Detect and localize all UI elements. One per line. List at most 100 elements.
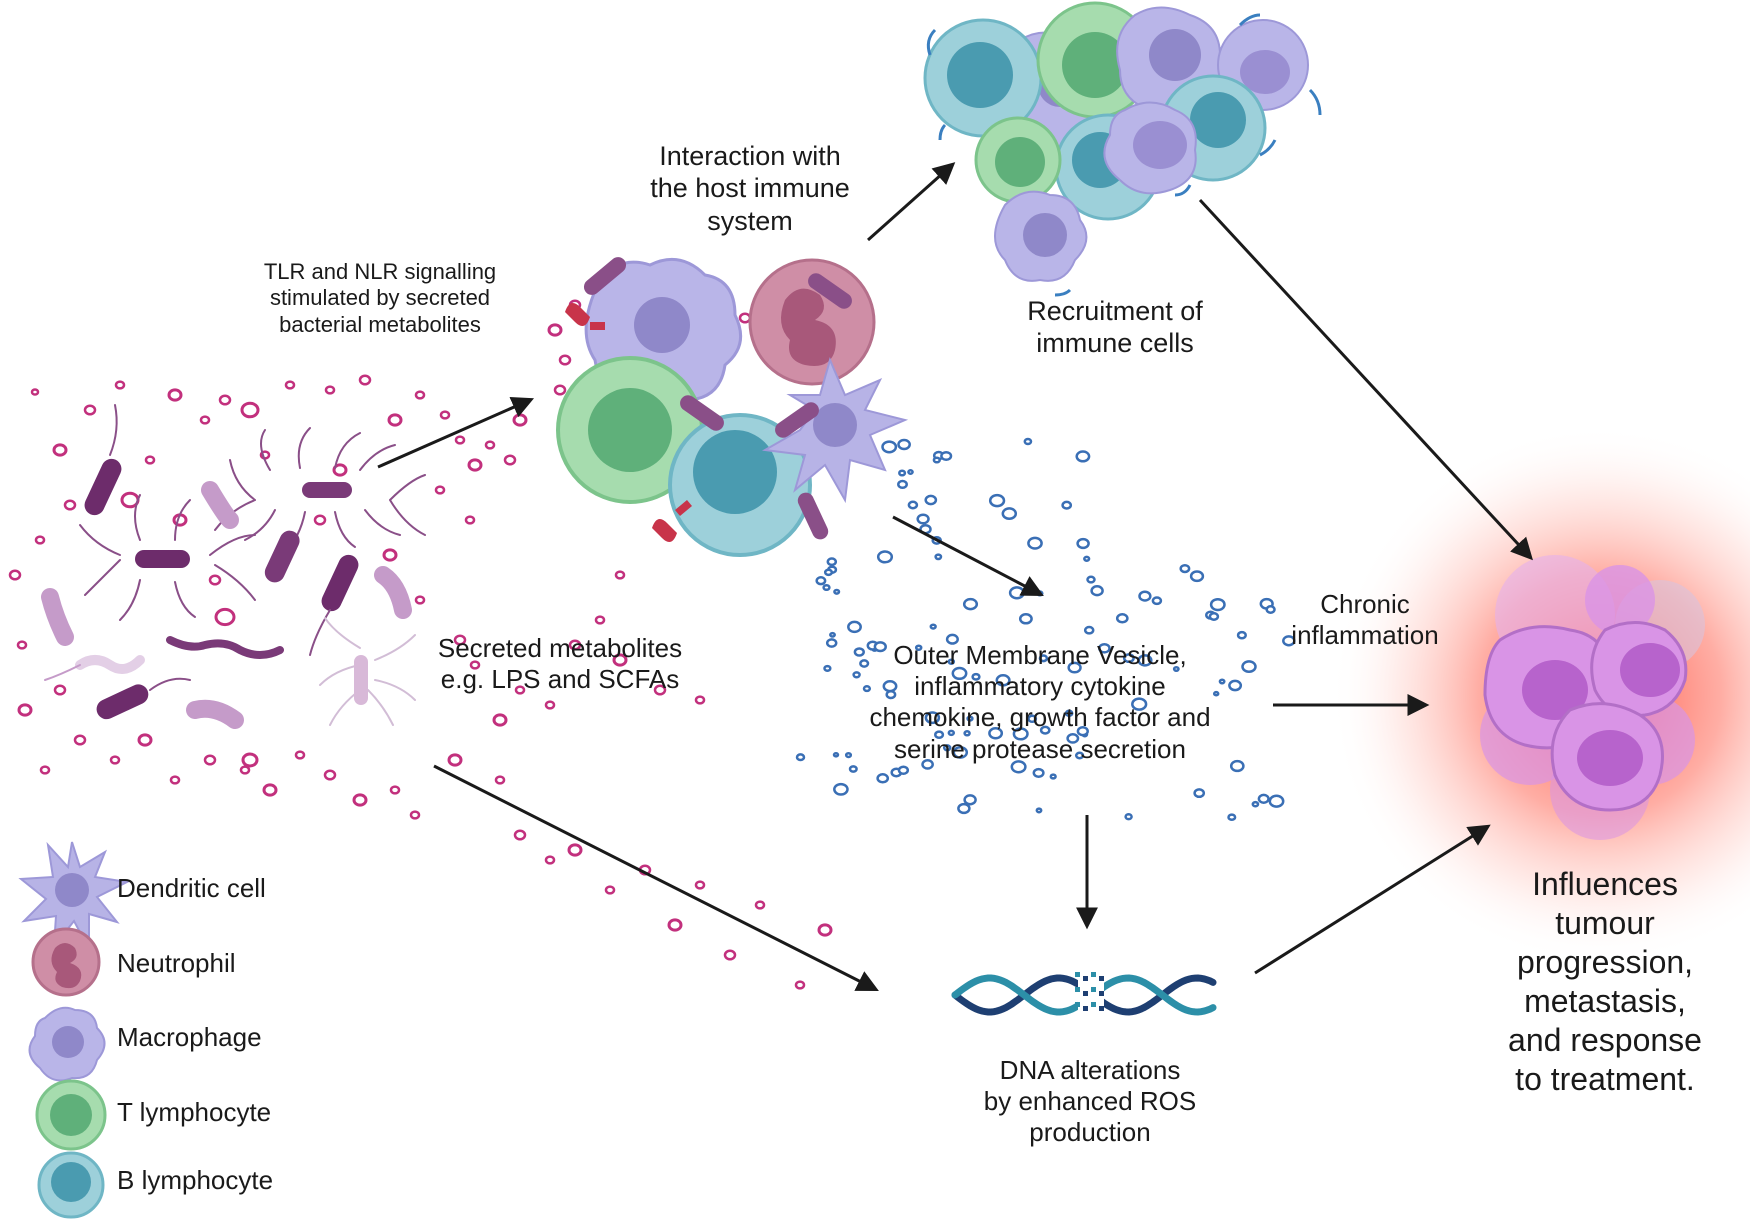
macrophage-icon: [994, 190, 1088, 282]
vesicle-dot: [1193, 788, 1206, 799]
vesicle-dot: [1218, 678, 1226, 685]
dna-fragment: [1099, 1006, 1104, 1011]
metabolite-dot: [240, 401, 260, 419]
metabolite-dot: [17, 703, 33, 717]
metabolite-dot: [144, 455, 156, 465]
arrow-dna-to-tumour: [1254, 824, 1491, 975]
vesicle-dot: [1251, 800, 1260, 808]
vesicle-dot: [1083, 625, 1095, 635]
metabolite-dot: [414, 390, 426, 400]
vesicle-dot: [1212, 690, 1220, 697]
vesicle-dot: [1090, 585, 1104, 597]
metabolite-dot: [323, 769, 337, 781]
recruited-immune-cells: [923, 1, 1322, 297]
tumour-cell-cluster: [1480, 555, 1705, 840]
metabolite-dot: [203, 754, 217, 766]
metabolite-dot: [241, 752, 259, 768]
vesicle-dot: [1010, 760, 1027, 774]
metabolite-dot: [358, 374, 372, 386]
metabolite-dot: [568, 639, 582, 651]
vesicle-dot: [832, 751, 840, 758]
vesicle-dot: [952, 745, 969, 759]
vesicle-dot: [829, 631, 836, 638]
metabolite-dot: [109, 755, 121, 765]
metabolite-dot: [313, 514, 327, 526]
dna-fragment: [1075, 1002, 1080, 1007]
vesicle-dot: [1032, 767, 1045, 778]
vesicle-dot: [795, 753, 806, 762]
arrow-bacteria-to-immune: [377, 397, 535, 469]
dna-fragment: [1083, 1006, 1088, 1011]
vesicle-dot: [853, 647, 865, 657]
vesicle-dot: [995, 674, 1011, 687]
dna-fragment: [1091, 987, 1096, 992]
metabolite-dot: [52, 443, 68, 457]
dna-fragment: [1075, 972, 1080, 977]
metabolite-dot: [494, 775, 506, 785]
metabolite-dot: [332, 463, 348, 477]
metabolite-dot: [34, 535, 46, 545]
vesicle-dot: [1257, 793, 1270, 804]
metabolite-dot: [464, 515, 476, 525]
arrow-metabolites-to-dna: [433, 764, 879, 991]
metabolite-dot: [114, 380, 126, 390]
vesicle-dot: [848, 765, 858, 773]
vesicle-dot: [951, 666, 968, 681]
vesicle-dot: [873, 641, 887, 653]
bacteria-cluster: [41, 404, 426, 729]
vesicle-dot: [1124, 813, 1133, 821]
neutrophil-icon: [31, 927, 101, 997]
vesicle-dot: [1268, 794, 1285, 808]
vesicle-dot: [924, 494, 938, 506]
flagellated-bacterium-icon: [214, 427, 426, 553]
macrophage-icon: [28, 1006, 106, 1082]
metabolite-dot: [137, 733, 153, 747]
vesicle-dot: [1018, 613, 1033, 625]
vesicle-dot: [1228, 679, 1243, 692]
legend-label-neutrophil: Neutrophil: [117, 948, 236, 978]
vesicle-dot: [1138, 590, 1152, 602]
vesicle-dot: [1282, 635, 1296, 647]
metabolite-dot: [694, 695, 706, 705]
metabolite-dot: [169, 775, 181, 785]
b-lymphocyte-icon: [37, 1151, 105, 1219]
metabolite-dot: [513, 829, 527, 841]
metabolite-dot: [667, 918, 683, 932]
t-lymphocyte-icon: [974, 116, 1062, 204]
vesicle-dot: [826, 557, 838, 567]
vesicle-dot: [1049, 773, 1057, 780]
vesicle-dot: [1208, 612, 1220, 621]
vesicle-dot: [862, 685, 872, 693]
metabolite-dot: [30, 388, 40, 396]
outer-membrane-vesicles: [795, 437, 1296, 822]
vesicle-dot: [947, 729, 956, 737]
arrow-recruitment-to-tumour: [1198, 198, 1533, 561]
metabolite-dot: [324, 385, 336, 395]
flagellated-bacterium-icon: [79, 494, 256, 621]
rod-bacterium-icon: [84, 404, 359, 720]
vesicle-dot: [1001, 507, 1018, 521]
metabolite-dot: [382, 548, 398, 562]
vesicle-dot: [1035, 807, 1043, 814]
vesicle-dot: [1229, 759, 1245, 773]
legend-icons: [18, 841, 131, 1219]
vesicle-dot: [823, 568, 834, 577]
vesicle-dot: [1075, 450, 1091, 463]
dna-fragment: [1099, 991, 1104, 996]
vesicle-dot: [1012, 727, 1029, 741]
metabolite-dot: [653, 684, 667, 696]
metabolite-dot: [469, 660, 481, 670]
dna-helix-icon: [951, 968, 1217, 1023]
metabolite-dot: [503, 454, 517, 466]
metabolite-dot: [694, 880, 706, 890]
macrophage-icon: [1103, 101, 1197, 195]
vesicle-dot: [932, 456, 941, 464]
bacteria-on-cells: [583, 257, 852, 540]
vesicle-dot: [876, 773, 890, 784]
flow-arrows: [377, 162, 1533, 991]
vesicle-dot: [881, 440, 898, 454]
